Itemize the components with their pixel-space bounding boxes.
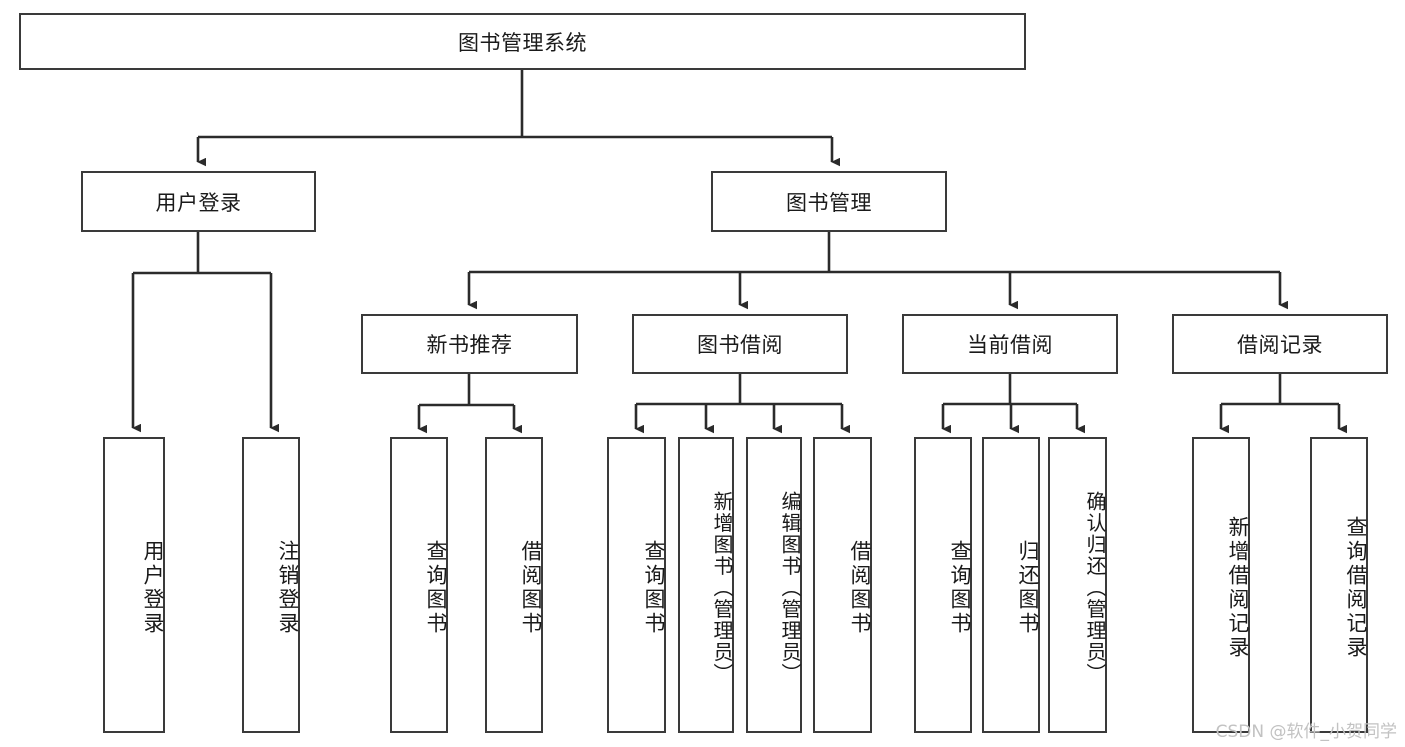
node-leaf-borrow-book[interactable]: 借阅图书: [813, 437, 872, 733]
node-leaf-logout[interactable]: 注销登录: [242, 437, 300, 733]
node-leaf-add-borrow-record[interactable]: 新增借阅记录: [1192, 437, 1250, 733]
node-root[interactable]: 图书管理系统: [19, 13, 1026, 70]
node-leaf-user-login[interactable]: 用户登录: [103, 437, 165, 733]
node-leaf-query-book-borrow[interactable]: 查询图书: [607, 437, 666, 733]
node-leaf-add-book[interactable]: 新增图书（管理员）: [678, 437, 734, 733]
node-user-login[interactable]: 用户登录: [81, 171, 316, 232]
node-current-borrow[interactable]: 当前借阅: [902, 314, 1118, 374]
node-leaf-confirm-return[interactable]: 确认归还（管理员）: [1048, 437, 1107, 733]
node-borrow-record[interactable]: 借阅记录: [1172, 314, 1388, 374]
watermark-text: CSDN @软件_小贺同学: [1215, 722, 1397, 742]
node-leaf-query-borrow-record[interactable]: 查询借阅记录: [1310, 437, 1368, 733]
node-new-book-recommend[interactable]: 新书推荐: [361, 314, 578, 374]
node-book-borrow[interactable]: 图书借阅: [632, 314, 848, 374]
node-book-manage[interactable]: 图书管理: [711, 171, 947, 232]
node-leaf-query-book-recommend[interactable]: 查询图书: [390, 437, 448, 733]
node-leaf-query-book-current[interactable]: 查询图书: [914, 437, 972, 733]
node-leaf-return-book[interactable]: 归还图书: [982, 437, 1040, 733]
node-leaf-borrow-book-recommend[interactable]: 借阅图书: [485, 437, 543, 733]
node-leaf-edit-book[interactable]: 编辑图书（管理员）: [746, 437, 802, 733]
